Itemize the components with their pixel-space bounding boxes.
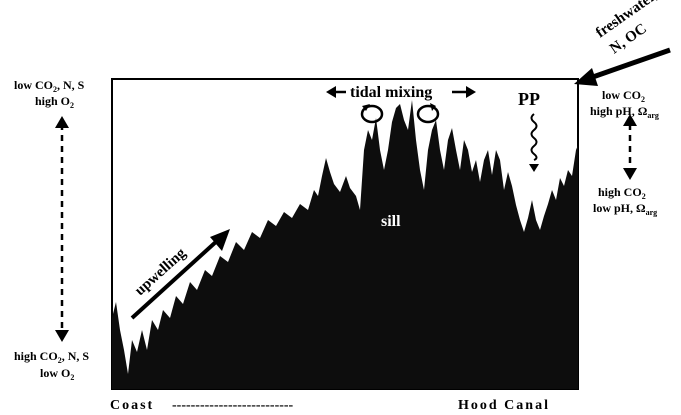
terrain-silhouette — [112, 100, 578, 389]
tidal-mixing-label: tidal mixing — [350, 84, 432, 101]
upwelling-arrow-head — [210, 229, 230, 251]
eddy-right-icon — [416, 104, 440, 124]
freshwater-arrow — [589, 47, 671, 81]
eddy-right-arrowhead — [430, 103, 436, 111]
left-arrow-head-up — [55, 116, 69, 128]
left-top-line2: high O2 — [35, 94, 74, 110]
right-top-line1: low CO2 — [602, 88, 645, 104]
left-top-line1: low CO2, N, S — [14, 78, 85, 94]
left-arrow-head-down — [55, 330, 69, 342]
right-top-line2: high pH, Ωarg — [590, 104, 659, 120]
axis-label-hood-canal: Hood Canal — [458, 398, 550, 413]
left-bottom-line2: low O2 — [40, 366, 74, 382]
freshwater-arrow-head — [574, 68, 598, 86]
right-bottom-line1: high CO2 — [598, 185, 646, 201]
pp-label: PP — [518, 89, 540, 109]
right-arrow-head-up — [623, 114, 637, 126]
left-bottom-line1: high CO2, N, S — [14, 349, 89, 365]
eddy-left-arrowhead — [362, 104, 370, 111]
tidal-mixing-arrowhead-left — [326, 86, 336, 98]
pp-to-r-squiggle-icon — [530, 113, 538, 161]
pp-to-r-arrowhead — [529, 164, 539, 172]
axis-dashes: -------------------------- — [172, 398, 294, 413]
r-label: R — [528, 176, 542, 196]
right-arrow-head-down — [623, 168, 637, 180]
right-bottom-line2: low pH, Ωarg — [593, 201, 657, 217]
eddy-left-icon — [360, 104, 384, 124]
axis-label-coast: Coast — [110, 398, 154, 413]
tidal-mixing-arrowhead-right — [466, 86, 476, 98]
sill-label: sill — [381, 213, 401, 230]
upwelling-arrow — [130, 238, 220, 320]
